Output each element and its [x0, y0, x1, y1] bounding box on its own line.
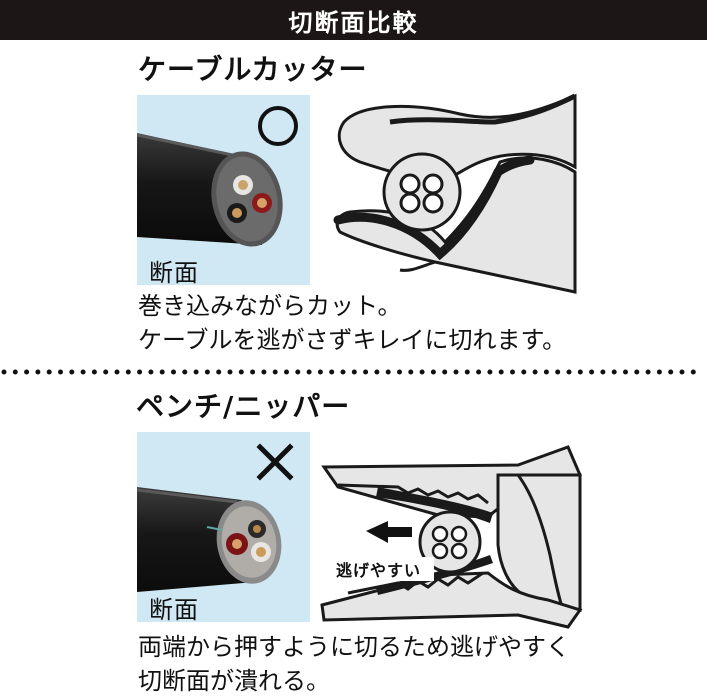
cross-section-label: 断面 — [149, 596, 199, 622]
header-bar: 切断面比較 — [0, 0, 707, 40]
pliers-description-line-2: 切断面が潰れる。 — [138, 667, 330, 695]
pliers-description-line-1: 両端から押すように切るため逃げやすく — [138, 633, 570, 661]
cable-cutter-jaw-illustration — [333, 93, 577, 294]
circle-ok-icon — [258, 106, 298, 146]
crushed-cable-image — [137, 487, 282, 592]
pliers-jaw-illustration — [320, 445, 583, 629]
cable-cutter-cross-section-photo: 断面 — [137, 95, 310, 285]
cable-cutter-description-line-2: ケーブルを逃がさずキレイに切れます。 — [138, 326, 567, 354]
cross-ng-icon — [256, 443, 294, 481]
section-title-cable-cutter: ケーブルカッター — [138, 53, 368, 86]
cross-section-label: 断面 — [149, 259, 199, 285]
pliers-cross-section-photo: 断面 — [137, 432, 310, 622]
header-title: 切断面比較 — [288, 8, 419, 37]
escape-arrow-icon — [366, 521, 412, 543]
cable-cutter-description-line-1: 巻き込みながらカット。 — [138, 292, 402, 320]
dotted-divider — [1, 369, 707, 375]
escape-easily-label: 逃げやすい — [336, 561, 422, 580]
clean-cut-cable-image — [137, 133, 283, 247]
section-title-pliers-nippers: ペンチ/ニッパー — [136, 390, 351, 423]
